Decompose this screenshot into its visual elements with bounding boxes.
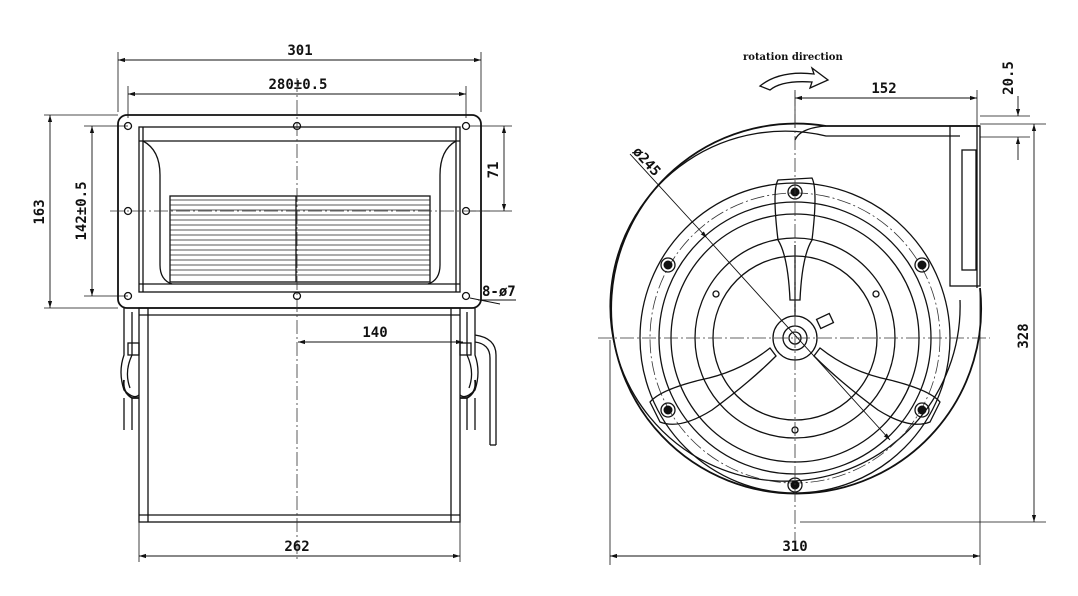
front-outlet-flange [949, 125, 981, 287]
dim-label-310: 310 [782, 539, 807, 555]
side-outlet-opening [138, 126, 461, 293]
dim-label-20-5: 20.5 [1001, 61, 1017, 95]
dim-label-163: 163 [32, 199, 48, 224]
rotation-direction-label: rotation direction [743, 52, 843, 63]
dimension-328: 328 [800, 123, 1046, 523]
dim-label-140: 140 [362, 325, 387, 341]
dimension-8-holes: 8-ø7 [469, 284, 516, 305]
side-flange-plate [117, 114, 482, 309]
side-impeller-blades [169, 195, 431, 283]
dimension-142: 142±0.5 [74, 125, 128, 297]
side-housing-body [138, 307, 461, 523]
dimension-262: 262 [138, 522, 461, 562]
front-volute-outer [610, 122, 983, 495]
mounting-hole [123, 291, 133, 301]
mounting-hole [461, 121, 471, 131]
dim-label-328: 328 [1016, 323, 1032, 348]
side-right-bracket [459, 308, 479, 430]
side-left-bracket [120, 308, 140, 430]
dim-label-8-holes: 8-ø7 [482, 284, 516, 300]
dimension-20-5: 20.5 [980, 61, 1030, 160]
front-view: rotation direction 152 20.5 328 [598, 52, 1046, 565]
mounting-hole [461, 291, 471, 301]
dim-label-301: 301 [287, 43, 312, 59]
bolt-hole [917, 405, 927, 415]
dim-label-142: 142±0.5 [74, 181, 90, 240]
bolt-hole [663, 405, 673, 415]
dimension-dia-245: ø245 [629, 144, 891, 441]
side-cable [474, 334, 497, 445]
dimension-140: 140 [298, 325, 463, 345]
dim-label-71: 71 [486, 162, 502, 179]
side-view: 301 280±0.5 163 142±0.5 71 [32, 43, 516, 562]
mounting-hole [123, 206, 133, 216]
mounting-hole [123, 121, 133, 131]
dim-label-152: 152 [871, 81, 896, 97]
dim-label-dia-245: ø245 [629, 144, 663, 180]
dimension-280: 280±0.5 [127, 77, 467, 118]
dimension-163: 163 [32, 114, 118, 309]
dim-label-262: 262 [284, 539, 309, 555]
dim-label-280: 280±0.5 [268, 77, 327, 93]
bolt-hole [663, 260, 673, 270]
dimension-310: 310 [609, 290, 981, 565]
dimension-71: 71 [470, 125, 512, 212]
dimension-152: 152 [794, 81, 978, 128]
bolt-hole [917, 260, 927, 270]
rotation-arrow [758, 66, 830, 91]
dimension-301: 301 [117, 43, 482, 112]
front-bolt-holes [660, 184, 930, 493]
